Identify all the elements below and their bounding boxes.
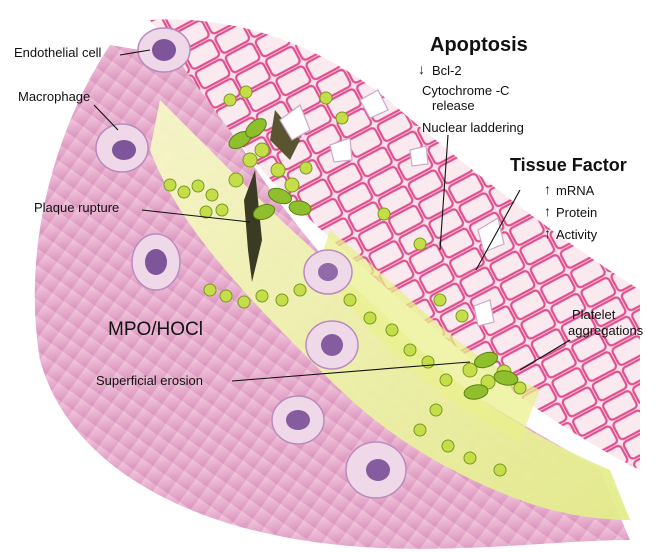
label-platelet: Platelet [572,308,615,322]
apoptosis-title: Apoptosis [430,34,528,56]
up-arrow-icon-activity: ↑ [544,226,551,241]
apoptosis-nuclear-laddering: Nuclear laddering [422,121,524,135]
apoptosis-cytochrome: Cytochrome -C [422,84,509,98]
label-superficial-erosion: Superficial erosion [96,374,203,388]
label-endothelial-cell: Endothelial cell [14,46,101,60]
apoptosis-bcl2: Bcl-2 [432,64,462,78]
label-aggregations: aggregations [568,324,643,338]
tf-activity: Activity [556,228,597,242]
label-mpo-hocl: MPO/HOCl [108,320,203,341]
tissue-factor-title: Tissue Factor [510,156,627,176]
up-arrow-icon-mrna: ↑ [544,182,551,197]
tf-mrna: mRNA [556,184,594,198]
apoptosis-release: release [432,99,475,113]
tf-protein: Protein [556,206,597,220]
label-plaque-rupture: Plaque rupture [34,201,119,215]
up-arrow-icon-protein: ↑ [544,204,551,219]
down-arrow-icon: ↓ [418,62,425,77]
label-macrophage: Macrophage [18,90,90,104]
